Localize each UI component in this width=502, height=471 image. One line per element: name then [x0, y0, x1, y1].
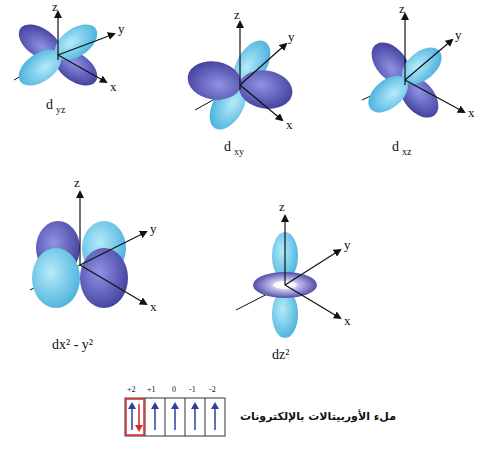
axis-label: x	[110, 80, 117, 93]
quantum-number: +2	[127, 386, 136, 394]
orbital-boxes	[125, 398, 225, 436]
orbital-name: dz²	[272, 348, 289, 362]
axis-label: y	[118, 22, 125, 35]
axis-label: z	[74, 176, 80, 189]
quantum-number: -2	[209, 386, 216, 394]
axis-label: z	[52, 0, 58, 13]
axis-label: y	[150, 222, 157, 235]
caption-text: ملء الأوربيتالات بالإلكترونات	[240, 411, 396, 422]
orbital-dz2	[236, 216, 340, 338]
axis-label: x	[286, 118, 293, 131]
axis-label: y	[455, 28, 462, 41]
orbital-d	[185, 22, 296, 136]
quantum-number: +1	[147, 386, 156, 394]
orbital-name: d	[46, 98, 53, 112]
orbital-name: d	[224, 140, 231, 154]
orbital-d	[362, 14, 464, 125]
axis-label: z	[279, 200, 285, 213]
axis-label: x	[468, 106, 475, 119]
axis-label: x	[150, 300, 157, 313]
orbital-dx2-y2	[30, 192, 146, 308]
quantum-number: -1	[189, 386, 196, 394]
axis-label: y	[288, 30, 295, 43]
orbital-name: dx² - y²	[52, 338, 93, 352]
orbital-name: d	[392, 140, 399, 154]
quantum-number: 0	[172, 386, 176, 394]
orbital-subscript: yz	[56, 105, 65, 115]
orbital-subscript: xy	[234, 147, 244, 157]
axis-label: x	[344, 314, 351, 327]
orbital-subscript: xz	[402, 147, 411, 157]
axis-label: z	[234, 8, 240, 21]
axis-label: z	[399, 2, 405, 15]
orbital-d	[12, 12, 114, 93]
axis-label: y	[344, 238, 351, 251]
